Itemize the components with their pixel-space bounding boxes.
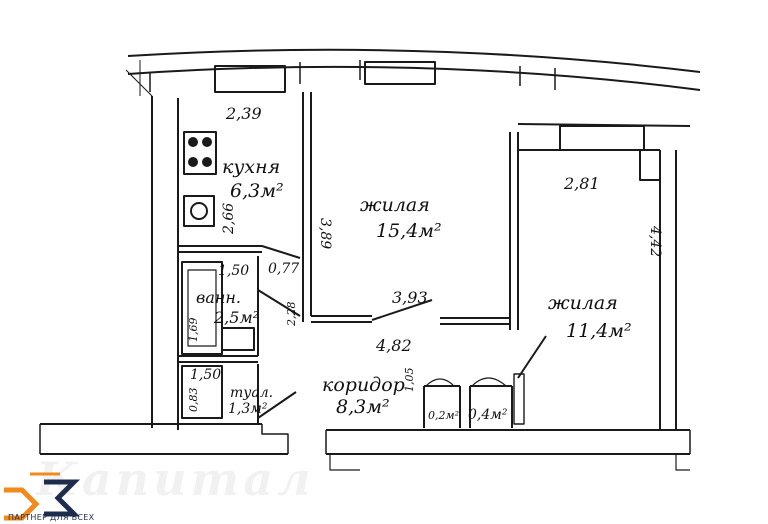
burner-3	[188, 157, 198, 167]
wall-hatch-top	[125, 60, 153, 97]
window-living-small	[559, 125, 645, 151]
burner-4	[202, 157, 212, 167]
bath-door-gap: 0,77	[268, 261, 300, 277]
watermark-text: Капитал	[36, 452, 315, 506]
entry-steps	[329, 454, 360, 471]
wall-living-bottom-left	[311, 315, 372, 323]
wc-name: туал.	[230, 385, 274, 401]
kitchen-depth: 2,66	[221, 202, 237, 234]
wall-bottom-right-end	[325, 430, 691, 454]
wc-box	[181, 365, 223, 419]
facade-outer	[127, 48, 701, 73]
bath-depth: 1,69	[187, 317, 200, 343]
window-kitchen	[214, 65, 286, 93]
facade-ticks	[149, 60, 556, 92]
small-room-jamb	[513, 373, 525, 425]
living-large-depth: 3,89	[317, 218, 333, 250]
kitchen-stove	[183, 131, 217, 175]
facade-inner	[127, 65, 701, 91]
bath-tub-inner	[187, 269, 217, 347]
corridor-side: 2,28	[285, 301, 298, 327]
closet-a-area: 0,2м²	[428, 409, 460, 422]
living-small-area: 11,4м²	[566, 320, 632, 342]
door-bath-leaf	[257, 289, 301, 317]
wall-bottom-right	[326, 429, 690, 455]
wc-depth: 0,83	[187, 387, 200, 413]
living-small-depth: 4,42	[647, 226, 663, 258]
kitchen-sink-bowl	[190, 202, 208, 220]
wc-area: 1,3м²	[228, 401, 268, 417]
door-kitchen-leaf	[261, 245, 301, 259]
living-large-name: жилая	[360, 194, 430, 216]
bath-tub	[181, 261, 223, 355]
closet-a-door	[425, 378, 455, 387]
door-small-leaf	[517, 335, 547, 379]
burner-1	[188, 137, 198, 147]
wall-living-bottom-right	[440, 317, 510, 325]
wall-small-top	[517, 123, 691, 151]
closet-b-door	[471, 377, 507, 387]
small-room-step	[639, 150, 660, 181]
living-large-area: 15,4м²	[376, 220, 442, 242]
burner-2	[202, 137, 212, 147]
closet-b	[469, 385, 513, 428]
door-living-leaf	[371, 299, 433, 321]
wall-bath-bottom	[178, 355, 258, 363]
corridor-area: 8,3м²	[336, 396, 390, 418]
window-living-large	[364, 61, 436, 85]
bath-name: ванн.	[196, 288, 242, 307]
kitchen-name: кухня	[222, 156, 281, 178]
logo-tagline: ПАРТНЕР ДЛЯ ВСЕХ	[8, 513, 95, 522]
kitchen-area: 6,3м²	[230, 180, 284, 202]
living-small-width: 2,81	[564, 174, 600, 193]
right-step	[675, 454, 690, 471]
corridor-name: коридор	[322, 374, 405, 396]
bath-area: 2,5м²	[214, 308, 260, 327]
logo-icon	[4, 472, 81, 521]
living-small-name: жилая	[548, 292, 618, 314]
wc-width: 1,50	[190, 367, 222, 383]
living-large-width: 3,93	[392, 288, 428, 307]
wall-small-right	[659, 150, 677, 430]
corridor-length: 4,82	[376, 336, 412, 355]
wall-bottom-left-end	[39, 424, 289, 454]
wall-kitchen-living	[302, 92, 312, 322]
wall-living-right	[509, 132, 519, 330]
kitchen-sink	[183, 195, 215, 227]
bath-width: 1,50	[218, 263, 250, 279]
bath-sink	[221, 327, 255, 351]
wall-bottom-left	[40, 423, 288, 455]
closet-b-area: 0,4м²	[468, 407, 508, 423]
wall-kitchen-bottom	[178, 245, 262, 253]
corridor-depth: 1,05	[403, 367, 416, 393]
kitchen-width: 2,39	[226, 104, 262, 123]
door-wc-leaf	[257, 391, 297, 419]
